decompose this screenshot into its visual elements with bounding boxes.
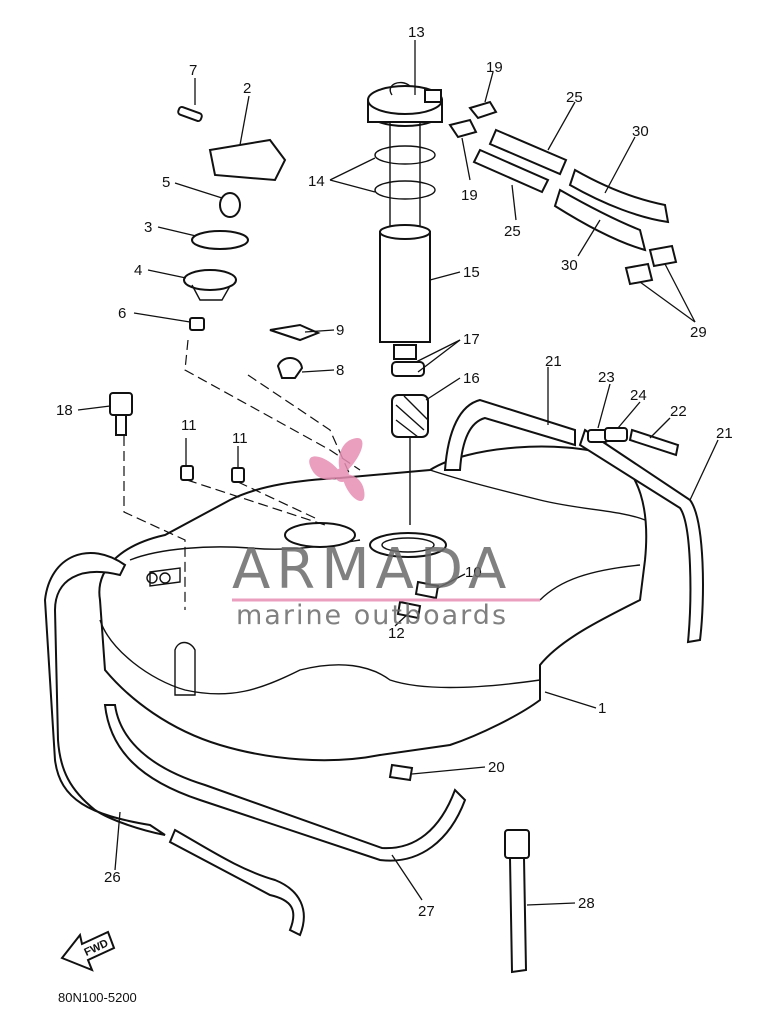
callout-19-top: 19 [486,59,503,76]
callout-21-left: 21 [545,353,562,370]
callout-2: 2 [243,80,251,97]
drain-hoses [43,551,467,937]
callout-14: 14 [308,173,325,190]
callout-9: 9 [336,322,344,339]
callout-25-bottom: 25 [504,223,521,240]
callout-3: 3 [144,219,152,236]
fuel-filter [391,361,429,525]
callout-21-right: 21 [716,425,733,442]
callout-1: 1 [598,700,606,717]
propeller-logo-icon [309,438,365,502]
callout-11-right: 11 [232,430,248,447]
callout-27: 27 [418,903,435,920]
callout-30-top: 30 [632,123,649,140]
callout-8: 8 [336,362,344,379]
callout-23: 23 [598,369,615,386]
callout-20: 20 [488,759,505,776]
callout-30-bottom: 30 [561,257,578,274]
callout-28: 28 [578,895,595,912]
fuel-tank [98,445,648,762]
drawing-code: 80N100-5200 [58,990,137,1005]
fasteners [109,392,440,782]
callout-24: 24 [630,387,647,404]
callout-19-bottom: 19 [461,187,478,204]
forward-arrow-icon: FWD [60,930,116,972]
dipstick [504,829,530,974]
watermark-brand: ARMADA [232,537,512,602]
leader-lines [77,40,719,906]
callout-7: 7 [189,62,197,79]
fuel-sender-unit [367,81,443,360]
callout-13: 13 [408,24,425,41]
callout-12: 12 [388,625,405,642]
watermark: ARMADA marine outboards [232,438,540,631]
callout-10: 10 [465,564,482,581]
callout-labels: 13 2 7 5 3 4 6 9 8 14 15 17 16 19 19 25 … [56,24,733,920]
tank-bands [443,398,704,644]
callout-18: 18 [56,402,73,419]
callout-17: 17 [463,331,480,348]
callout-5: 5 [162,174,170,191]
callout-6: 6 [118,305,126,322]
callout-15: 15 [463,264,480,281]
watermark-tagline: marine outboards [236,600,508,631]
callout-16: 16 [463,370,480,387]
callout-26: 26 [104,869,121,886]
callout-4: 4 [134,262,142,279]
callout-11-left: 11 [181,417,197,434]
filler-cap-group [177,105,287,331]
callout-29: 29 [690,324,707,341]
callout-25-top: 25 [566,89,583,106]
callout-22: 22 [670,403,687,420]
